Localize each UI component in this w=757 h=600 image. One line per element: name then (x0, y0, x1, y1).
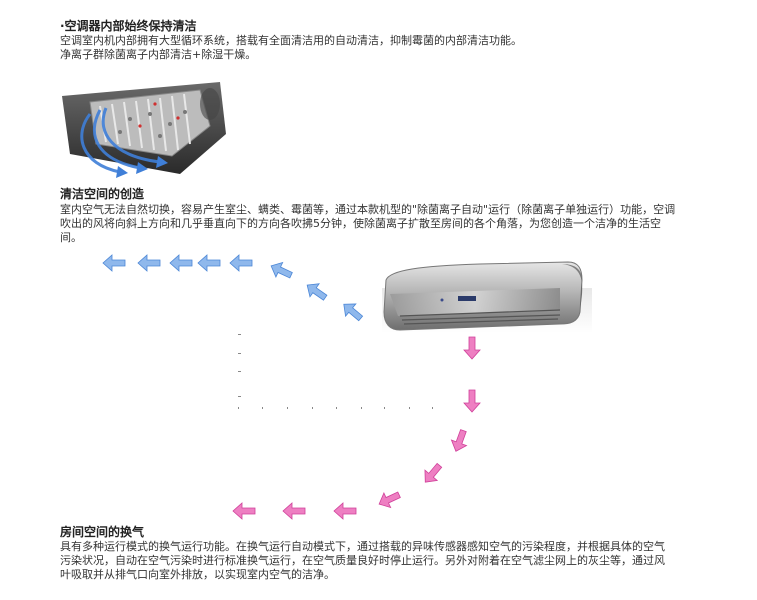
text-line: 具有多种运行模式的换气运行功能。在换气运行自动模式下，通过搭载的异味传感器感知空… (60, 540, 665, 553)
section-text-ventilation: 具有多种运行模式的换气运行功能。在换气运行自动模式下，通过搭载的异味传感器感知空… (60, 540, 665, 582)
section-text-internal-clean: 空调室内机内部拥有大型循环系统，搭载有全面清洁用的自动清洁，抑制霉菌的内部清洁功… (60, 34, 522, 62)
dotted-guide (238, 334, 433, 409)
airflow-diagram (102, 254, 592, 520)
airflow-arrow-up-icon (343, 303, 364, 322)
text-line: 间。 (60, 231, 82, 244)
airflow-arrow-down-icon (463, 389, 481, 413)
airflow-arrow-down-icon (450, 429, 468, 452)
airflow-arrow-left-icon (137, 254, 161, 272)
airflow-arrow-up-icon (306, 283, 328, 301)
airflow-arrow-down-icon (378, 491, 401, 509)
airflow-arrow-left-icon (282, 502, 306, 520)
airflow-arrow-up-icon (270, 261, 293, 279)
air-conditioner-cutaway-image (62, 82, 226, 178)
air-conditioner-unit-icon (382, 261, 592, 333)
airflow-arrow-left-icon (102, 254, 126, 272)
section-title-clean-space: 清洁空间的创造 (60, 187, 145, 201)
text-line: 叶吸取并从排气口向室外排放，以实现室内空气的洁净。 (60, 568, 335, 581)
airflow-arrow-left-icon (232, 502, 256, 520)
section-title-internal-clean: ·空调器内部始终保持清洁 (60, 19, 197, 33)
airflow-arrow-left-icon (333, 502, 357, 520)
airflow-arrow-left-icon (197, 254, 221, 272)
text-line: 吹出的风将向斜上方向和几乎垂直向下的方向各吹拂5分钟，使除菌离子扩散至房间的各个… (60, 217, 661, 230)
airflow-arrow-down-icon (463, 336, 481, 360)
text-line: 室内空气无法自然切换，容易产生室尘、螨类、霉菌等，通过本款机型的"除菌离子自动"… (60, 203, 676, 216)
text-line: 净离子群除菌离子内部清洁+除湿干燥。 (60, 48, 257, 61)
airflow-arrow-left-icon (229, 254, 253, 272)
section-title-ventilation: 房间空间的换气 (60, 525, 145, 539)
text-line: 空调室内机内部拥有大型循环系统，搭载有全面清洁用的自动清洁，抑制霉菌的内部清洁功… (60, 34, 522, 47)
section-text-clean-space: 室内空气无法自然切换，容易产生室尘、螨类、霉菌等，通过本款机型的"除菌离子自动"… (60, 203, 675, 245)
airflow-arrow-left-icon (169, 254, 193, 272)
text-line: 污染状况，自动在空气污染时进行标准换气运行，在空气质量良好时停止运行。另外对附着… (60, 554, 665, 567)
airflow-arrow-down-icon (424, 462, 443, 483)
